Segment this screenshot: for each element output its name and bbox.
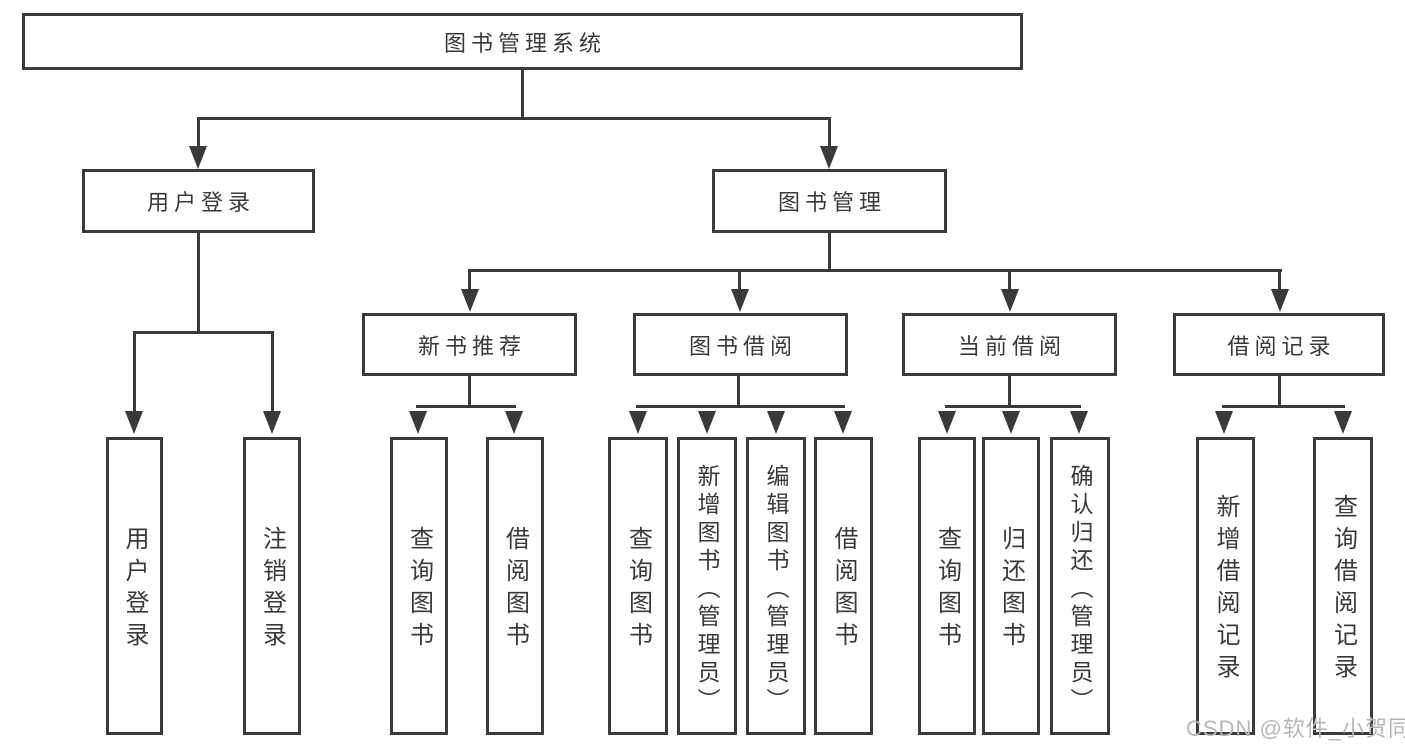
arrowhead-down-icon — [938, 411, 956, 434]
node-user-login: 用户登录 — [82, 169, 315, 233]
connector-drop-user-login — [197, 117, 200, 148]
csdn-watermark: CSDN @软件_小贺同学 — [1186, 716, 1405, 741]
connector-drop-book-management — [828, 117, 831, 148]
node-book-borrowing: 图书借阅 — [633, 313, 848, 376]
connector-user-children-horizontal — [133, 331, 274, 334]
leaf-recommend-query-book: 查询图书 — [390, 437, 448, 735]
connector-current-horizontal — [945, 405, 1081, 408]
connector-records-down — [1278, 374, 1281, 408]
connector-drop-section — [1278, 269, 1281, 291]
connector-drop-leaf — [133, 331, 136, 413]
connector-recommend-horizontal — [416, 405, 516, 408]
arrowhead-down-icon — [1001, 289, 1019, 312]
arrowhead-down-icon — [1070, 411, 1088, 434]
node-borrowing-records: 借阅记录 — [1173, 313, 1385, 376]
arrowhead-down-icon — [189, 146, 207, 169]
leaf-records-query-record: 查询借阅记录 — [1313, 437, 1373, 735]
connector-user-login-down — [197, 231, 200, 334]
leaf-borrowing-query-book: 查询图书 — [608, 437, 668, 735]
arrowhead-down-icon — [1002, 411, 1020, 434]
arrowhead-down-icon — [820, 146, 838, 169]
node-book-management: 图书管理 — [712, 169, 947, 233]
connector-book-management-down — [828, 231, 831, 272]
leaf-current-return-book: 归还图书 — [982, 437, 1040, 735]
arrowhead-down-icon — [409, 411, 427, 434]
node-library-management-system: 图书管理系统 — [22, 13, 1023, 70]
leaf-logout: 注销登录 — [243, 437, 301, 735]
connector-drop-section — [468, 269, 471, 291]
arrowhead-down-icon — [698, 411, 716, 434]
leaf-borrowing-add-book-admin: 新增图书（管理员） — [677, 437, 737, 735]
arrowhead-down-icon — [1215, 411, 1233, 434]
connector-root-vertical — [521, 68, 524, 120]
connector-drop-section — [738, 269, 741, 291]
arrowhead-down-icon — [731, 289, 749, 312]
leaf-recommend-borrow-book: 借阅图书 — [486, 437, 544, 735]
connector-recommend-down — [468, 374, 471, 408]
leaf-records-add-record: 新增借阅记录 — [1196, 437, 1255, 735]
leaf-current-query-book: 查询图书 — [918, 437, 976, 735]
leaf-user-login: 用户登录 — [106, 437, 163, 735]
leaf-borrowing-edit-book-admin: 编辑图书（管理员） — [746, 437, 806, 735]
connector-drop-leaf — [271, 331, 274, 413]
connector-level1-horizontal — [197, 117, 831, 120]
arrowhead-down-icon — [1334, 411, 1352, 434]
connector-borrowing-horizontal — [636, 405, 845, 408]
arrowhead-down-icon — [125, 411, 143, 434]
arrowhead-down-icon — [1271, 289, 1289, 312]
leaf-current-confirm-return-admin: 确认归还（管理员） — [1050, 437, 1110, 735]
arrowhead-down-icon — [767, 411, 785, 434]
node-new-book-recommend: 新书推荐 — [362, 313, 577, 376]
arrowhead-down-icon — [263, 411, 281, 434]
arrowhead-down-icon — [629, 411, 647, 434]
arrowhead-down-icon — [461, 289, 479, 312]
connector-current-down — [1008, 374, 1011, 408]
connector-drop-section — [1008, 269, 1011, 291]
leaf-borrowing-borrow-book: 借阅图书 — [814, 437, 873, 735]
connector-borrowing-down — [737, 374, 740, 408]
node-current-borrowing: 当前借阅 — [902, 313, 1117, 376]
connector-records-horizontal — [1222, 405, 1345, 408]
connector-level2-horizontal — [468, 269, 1282, 272]
arrowhead-down-icon — [834, 411, 852, 434]
arrowhead-down-icon — [505, 411, 523, 434]
